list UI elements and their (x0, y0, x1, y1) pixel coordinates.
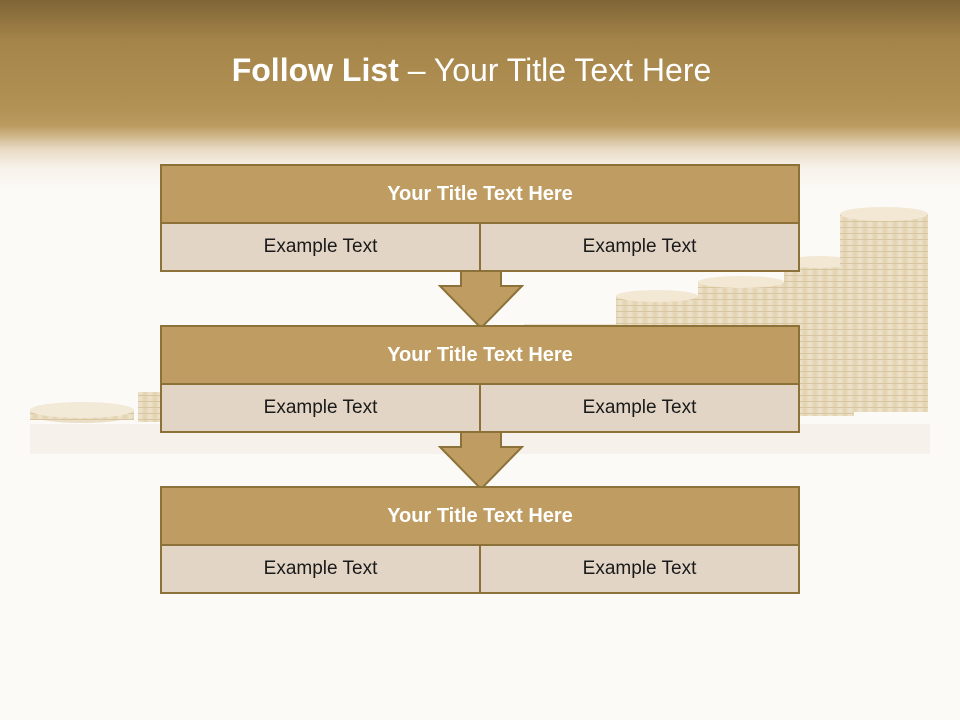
slide-title: Follow List – Your Title Text Here (0, 52, 943, 89)
follow-block-3: Your Title Text Here Example Text Exampl… (160, 486, 800, 594)
block-title: Your Title Text Here (162, 327, 798, 385)
block-cell-right: Example Text (479, 224, 798, 270)
block-row: Example Text Example Text (162, 224, 798, 270)
block-title: Your Title Text Here (162, 166, 798, 224)
block-row: Example Text Example Text (162, 385, 798, 431)
slide-title-strong: Follow List (231, 52, 399, 88)
block-cell-left: Example Text (162, 546, 479, 592)
block-cell-left: Example Text (162, 385, 479, 431)
follow-block-1: Your Title Text Here Example Text Exampl… (160, 164, 800, 272)
block-cell-left: Example Text (162, 224, 479, 270)
block-title: Your Title Text Here (162, 488, 798, 546)
slide-title-rest: – Your Title Text Here (398, 52, 712, 88)
down-arrow-icon (438, 431, 524, 491)
down-arrow-icon (438, 270, 524, 330)
follow-block-2: Your Title Text Here Example Text Exampl… (160, 325, 800, 433)
block-cell-right: Example Text (479, 385, 798, 431)
block-cell-right: Example Text (479, 546, 798, 592)
block-row: Example Text Example Text (162, 546, 798, 592)
